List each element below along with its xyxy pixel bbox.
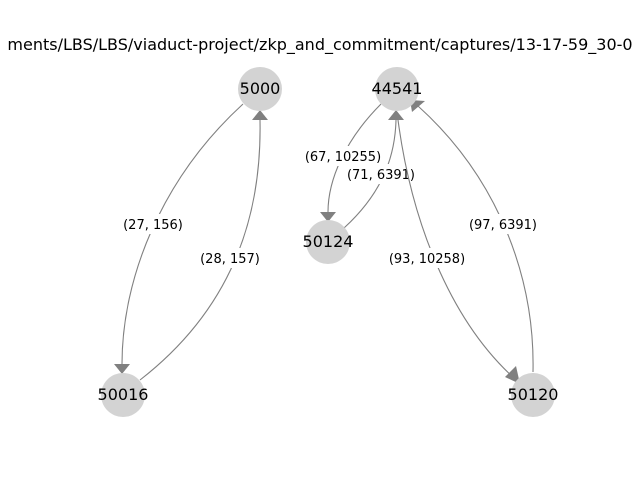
- node-label: 50124: [303, 232, 354, 251]
- edge-44541-to-50120: (93, 10258): [384, 111, 520, 384]
- node-50124: 50124: [303, 220, 354, 264]
- edge-label: (67, 10255): [305, 150, 381, 165]
- edge-44541-to-50124: (67, 10255): [300, 103, 386, 222]
- arrowhead: [505, 366, 520, 384]
- edge-50120-to-44541: (97, 6391): [410, 100, 542, 373]
- edge-50016-to-5000: (28, 157): [139, 110, 268, 381]
- edge-50124-to-44541: (71, 6391): [342, 110, 420, 229]
- edge-label: (27, 156): [123, 218, 183, 233]
- node-label: 44541: [372, 79, 423, 98]
- node-5000: 5000: [238, 67, 282, 111]
- arrowhead: [320, 212, 336, 222]
- node-44541: 44541: [372, 67, 423, 111]
- arrowhead: [252, 110, 268, 120]
- figure-title: ments/LBS/LBS/viaduct-project/zkp_and_co…: [7, 35, 632, 55]
- edges: (27, 156) (28, 157) (67, 10255) (71, 639…: [114, 100, 542, 384]
- node-label: 50120: [508, 385, 559, 404]
- edge-5000-to-50016: (27, 156): [114, 103, 244, 374]
- node-50016: 50016: [98, 373, 149, 417]
- edge-label: (93, 10258): [389, 252, 465, 267]
- nodes: 5000 44541 50124 50016 50120: [98, 67, 559, 417]
- node-label: 5000: [240, 79, 281, 98]
- edge-label: (97, 6391): [469, 218, 537, 233]
- edge-label: (71, 6391): [347, 168, 415, 183]
- node-50120: 50120: [508, 373, 559, 417]
- node-label: 50016: [98, 385, 149, 404]
- arrowhead: [114, 364, 130, 374]
- edge-label: (28, 157): [200, 252, 260, 267]
- arrowhead: [388, 110, 404, 120]
